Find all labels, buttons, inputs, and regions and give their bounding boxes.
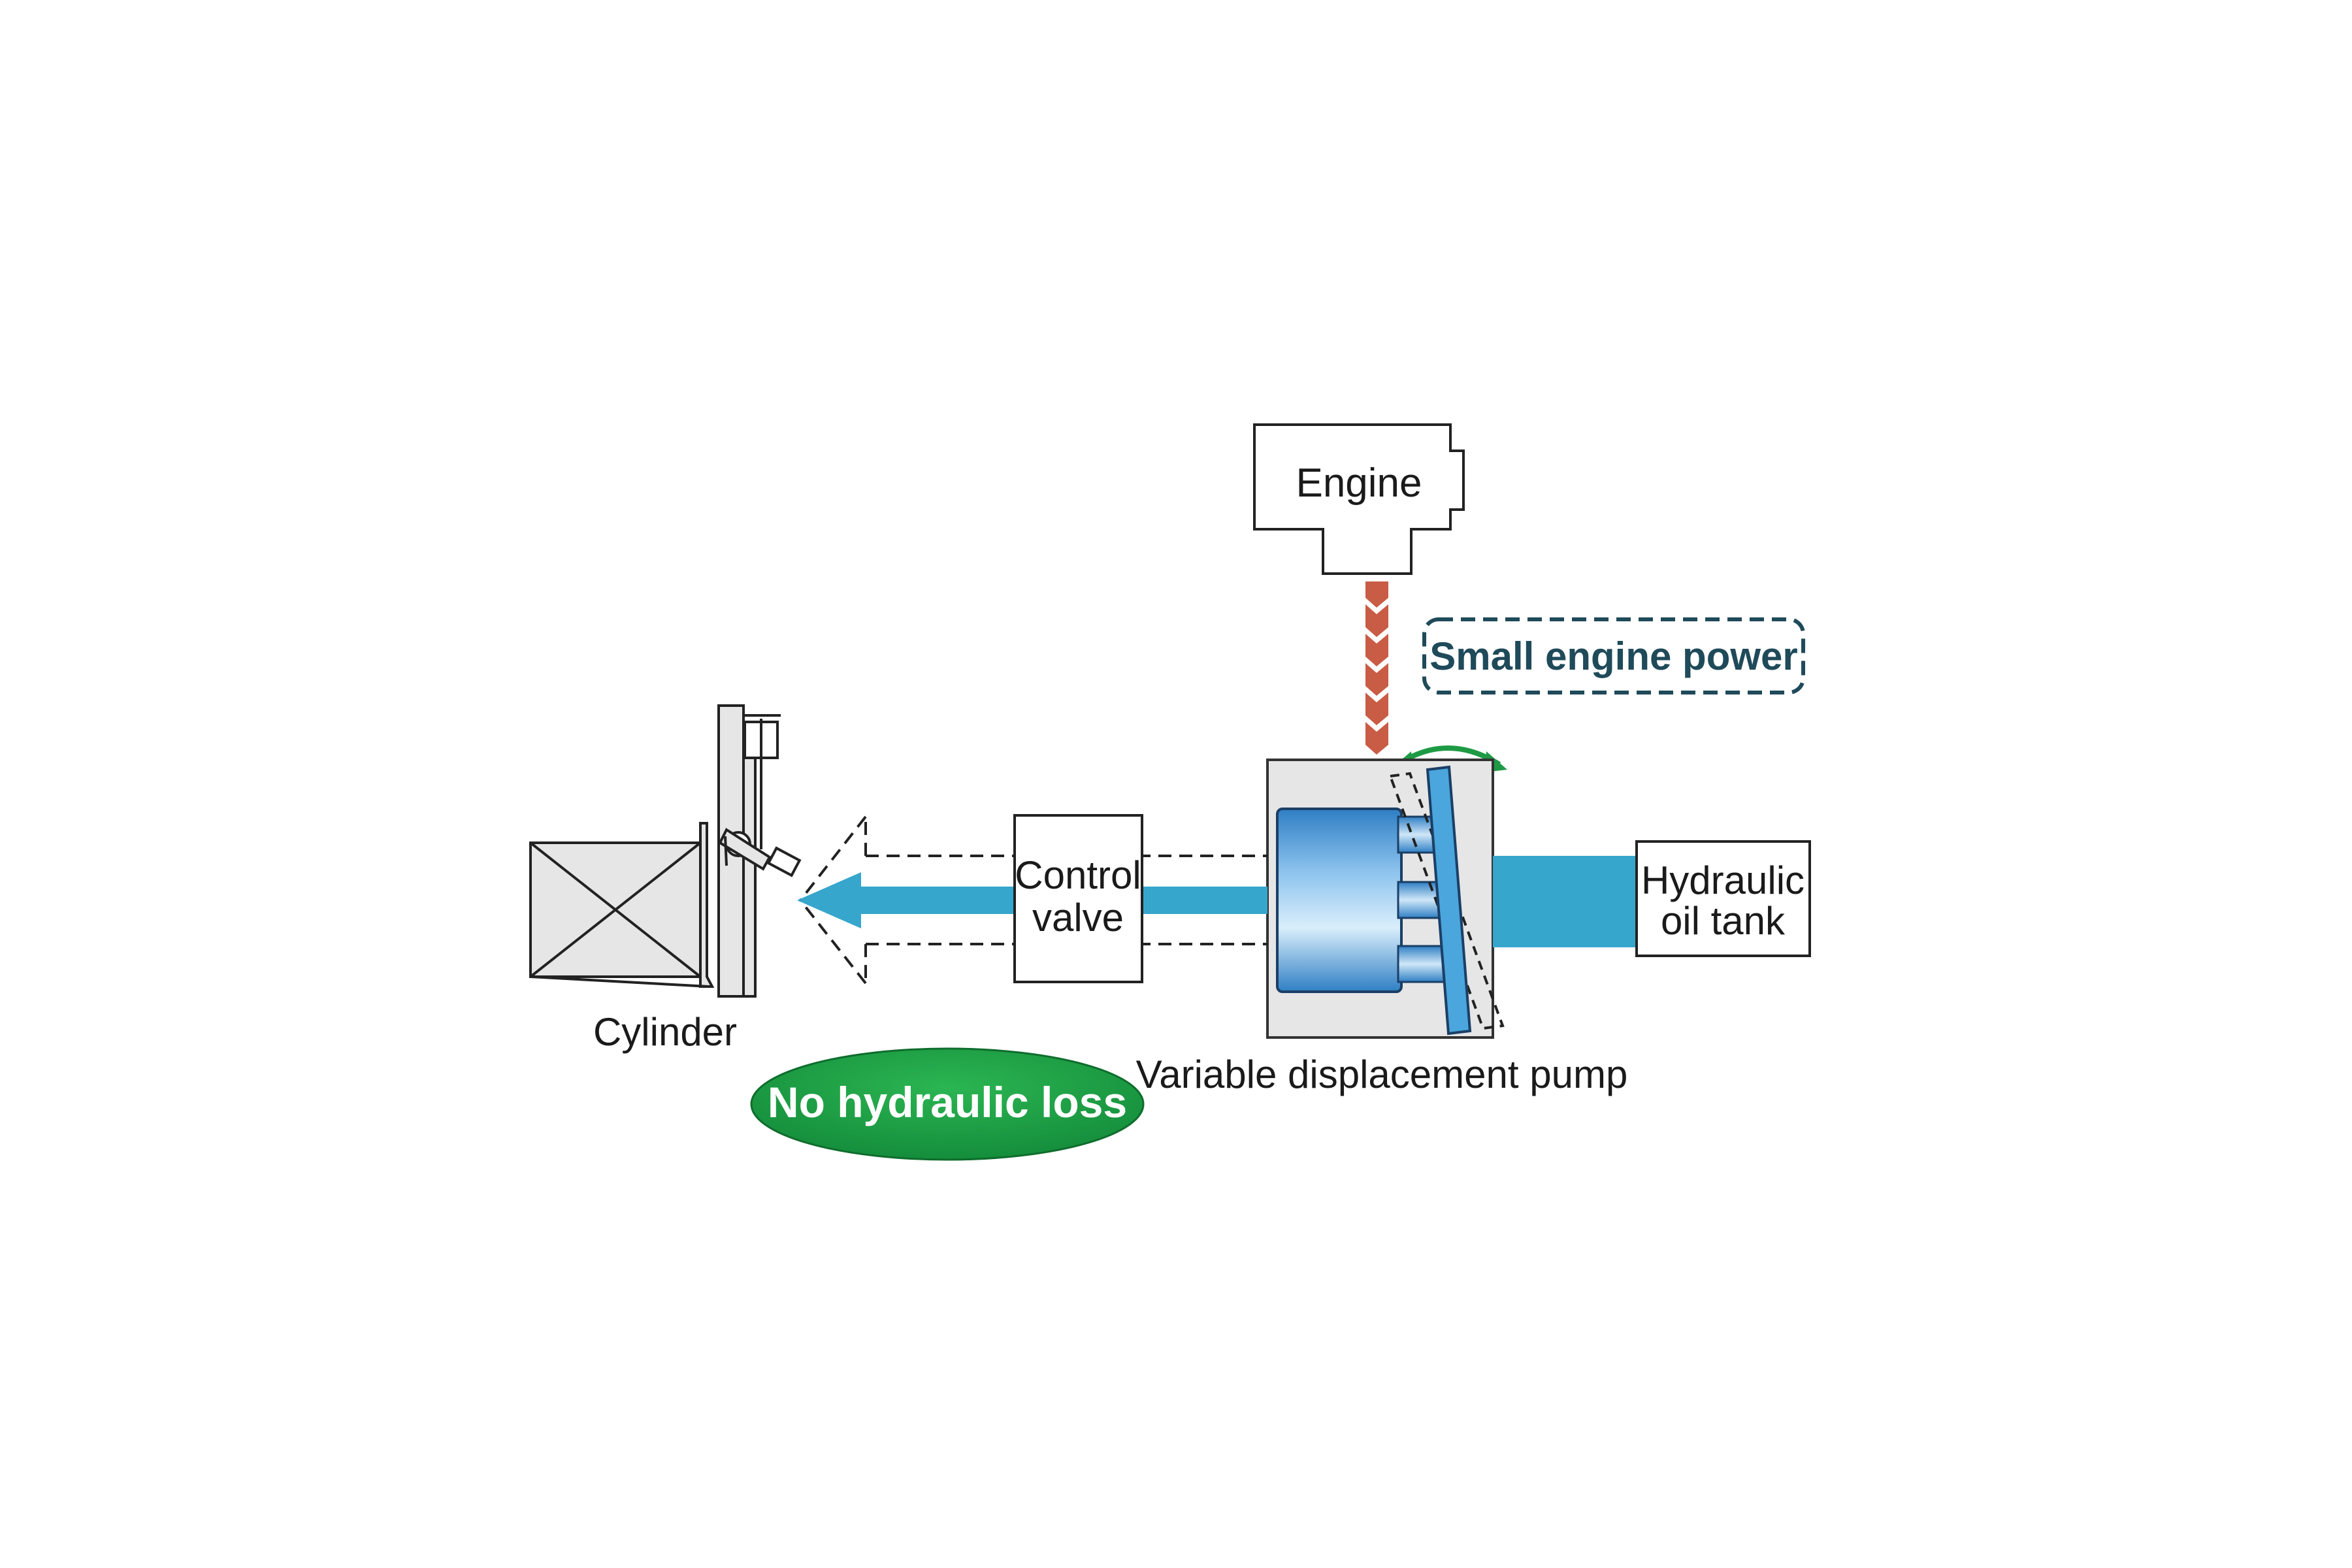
cylinder-rod-end <box>766 846 802 877</box>
no-hydraulic-loss-badge: No hydraulic loss <box>750 1047 1145 1161</box>
control-valve-label-line1: Control <box>1015 853 1141 897</box>
no-hydraulic-loss-label: No hydraulic loss <box>768 1078 1127 1126</box>
hydraulic-oil-tank: Hydraulic oil tank <box>1635 840 1811 957</box>
pump-piston <box>1397 945 1445 983</box>
oil-supply-pipe <box>1493 856 1637 947</box>
pump-label: Variable displacement pump <box>1136 1053 1628 1096</box>
pump-rotor <box>1276 808 1403 993</box>
variable-displacement-pump <box>1266 759 1505 1039</box>
cylinder-label: Cylinder <box>593 1010 737 1054</box>
tank-label-line1: Hydraulic <box>1641 858 1805 902</box>
tilt-cylinder <box>718 828 772 871</box>
forklift-cylinder <box>529 704 802 998</box>
engine-power-shaft <box>1365 581 1388 755</box>
control-valve-label-line2: valve <box>1032 896 1124 939</box>
control-valve: Control valve <box>1013 814 1143 983</box>
swash-plate <box>1426 765 1472 1036</box>
fork <box>699 822 715 988</box>
small-engine-power-label: Small engine power <box>1429 634 1797 678</box>
small-engine-power-callout: Small engine power <box>1422 617 1805 694</box>
engine-label: Engine <box>1296 461 1422 506</box>
engine-block: Engine <box>1253 423 1465 575</box>
tank-label-line2: oil tank <box>1661 899 1786 943</box>
